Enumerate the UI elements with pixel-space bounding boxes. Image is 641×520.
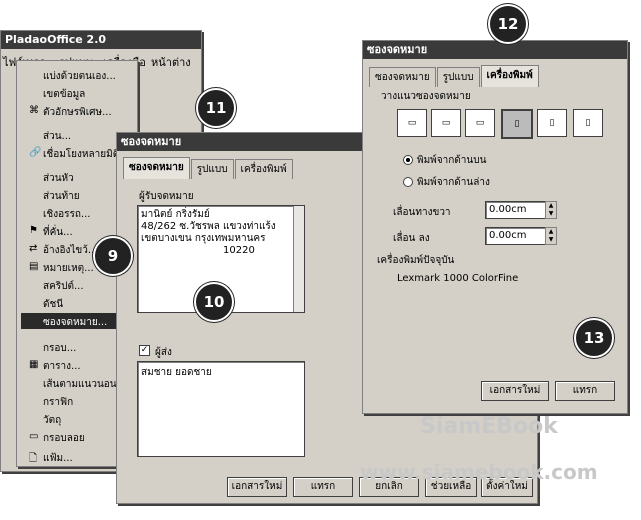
file-icon: 🗋 (29, 453, 38, 464)
print-from-bottom-label: พิมพ์จากด้านล่าง (417, 177, 490, 188)
shift-right-label: เลื่อนทางขวา (393, 207, 451, 218)
app-title: PladaoOffice 2.0 (1, 31, 201, 49)
special-char-icon: ⌘ (29, 105, 39, 116)
tab-printer-2[interactable]: เครื่องพิมพ์ (480, 65, 539, 87)
recipient-line-1: มานิตย์ กริ่งรัมย์ (141, 209, 210, 220)
shift-down-value: 0.00cm (489, 230, 527, 241)
shift-down-input[interactable]: 0.00cm (485, 227, 546, 245)
sender-label: ผู้ส่ง (155, 347, 172, 358)
print-from-top-radio[interactable]: พิมพ์จากด้านบน (403, 153, 486, 168)
shift-down-label: เลื่อน ลง (393, 233, 430, 244)
new-document-button-2[interactable]: เอกสารใหม่ (481, 381, 549, 401)
menu-item-frame[interactable]: กรอบ... (43, 343, 77, 354)
envelope-dialog-printer-tab: ซองจดหมาย ซองจดหมาย รูปแบบ เครื่องพิมพ์ … (362, 40, 628, 414)
menu-item-file[interactable]: แฟ้ม... (43, 453, 73, 464)
menu-item-horizontal-line[interactable]: เส้นตามแนวนอน (43, 379, 117, 390)
cross-ref-icon: ⇄ (29, 243, 38, 254)
menu-item-header[interactable]: ส่วนหัว (43, 173, 74, 184)
orientation-option-4[interactable]: ▯ (501, 109, 533, 139)
orientation-label: วางแนวซองจดหมาย (381, 91, 471, 102)
menu-item-index[interactable]: ดัชนี (43, 299, 64, 310)
recipient-label: ผู้รับจดหมาย (139, 191, 194, 202)
new-document-button[interactable]: เอกสารใหม่ (227, 477, 287, 497)
tab-envelope-2[interactable]: ซองจดหมาย (369, 67, 436, 87)
hyperlink-icon: 🔗 (29, 147, 42, 158)
shift-right-spinner[interactable]: ▲▼ (545, 201, 557, 219)
insert-button-2[interactable]: แทรก (555, 381, 615, 401)
tab-format[interactable]: รูปแบบ (190, 159, 234, 179)
print-from-top-label: พิมพ์จากด้านบน (417, 155, 487, 166)
tab-envelope[interactable]: ซองจดหมาย (123, 157, 190, 179)
radio-off-icon (403, 177, 413, 187)
radio-on-icon (403, 155, 413, 165)
note-icon: ▤ (29, 261, 39, 272)
recipient-line-2: 48/262 ซ.วัชรพล แขวงท่าแร้ง (141, 221, 276, 232)
menu-window[interactable]: หน้าต่าง (151, 56, 191, 69)
menu-item-bookmark[interactable]: ที่คั่น... (43, 227, 73, 238)
sender-checkbox[interactable]: ✓ (139, 345, 150, 356)
tab-printer[interactable]: เครื่องพิมพ์ (234, 159, 293, 179)
help-button[interactable]: ช่วยเหลือ (425, 477, 477, 497)
menu-item-footer[interactable]: ส่วนท้าย (43, 191, 80, 202)
current-printer-label: เครื่องพิมพ์ปัจจุบัน (377, 255, 455, 266)
table-icon: ▦ (29, 359, 39, 370)
menu-item-cross-ref[interactable]: อ้างอิงไขว้... (43, 245, 98, 256)
menu-item-manual-break[interactable]: แบ่งด้วยตนเอง... (43, 71, 116, 82)
shift-right-input[interactable]: 0.00cm (485, 201, 546, 219)
menu-item-floating-frame[interactable]: กรอบลอย (43, 433, 85, 444)
callout-12: 12 (488, 4, 528, 44)
menu-item-special-char[interactable]: ตัวอักษรพิเศษ... (43, 107, 112, 118)
cancel-button[interactable]: ยกเลิก (359, 477, 419, 497)
orientation-option-5[interactable]: ▯ (537, 109, 567, 137)
menu-item-script[interactable]: สคริปต์... (43, 281, 84, 292)
current-printer-name: Lexmark 1000 ColorFine (397, 273, 519, 284)
menu-item-envelope[interactable]: ซองจดหมาย... (43, 317, 108, 328)
menu-item-graphics[interactable]: กราฟิก (43, 397, 74, 408)
menu-item-table[interactable]: ตาราง... (43, 361, 81, 372)
tab-format-2[interactable]: รูปแบบ (436, 67, 480, 87)
insert-button[interactable]: แทรก (293, 477, 353, 497)
recipient-line-4: 10220 (223, 245, 255, 256)
orientation-option-6[interactable]: ▯ (573, 109, 603, 137)
menu-item-note[interactable]: หมายเหตุ... (43, 263, 94, 274)
menu-item-object[interactable]: วัตถุ (43, 415, 62, 426)
callout-10: 10 (194, 282, 234, 322)
menu-item-hyperlink[interactable]: เชื่อมโยงหลายมิติ (43, 149, 120, 160)
recipient-line-3: เขตบางเขน กรุงเทพมหานคร (141, 233, 266, 244)
reset-button[interactable]: ตั้งค่าใหม่ (481, 477, 533, 497)
watermark-title: SiamEBook (420, 414, 558, 439)
bookmark-icon: ⚑ (29, 225, 38, 236)
print-from-bottom-radio[interactable]: พิมพ์จากด้านล่าง (403, 175, 490, 190)
menu-item-footnote[interactable]: เชิงอรรถ... (43, 209, 91, 220)
callout-11: 11 (196, 88, 236, 128)
menu-item-envelope-highlight[interactable] (21, 313, 133, 329)
orientation-option-3[interactable]: ▭ (465, 109, 495, 137)
watermark-url: www.siamebook.com (360, 460, 598, 484)
orientation-option-2[interactable]: ▭ (431, 109, 461, 137)
dialog-title-2: ซองจดหมาย (363, 41, 627, 59)
menu-item-fields[interactable]: เขตข้อมูล (43, 89, 86, 100)
floating-frame-icon: ▭ (29, 431, 39, 442)
sender-text: สมชาย ยอดชาย (141, 367, 212, 378)
recipient-scrollbar[interactable] (293, 206, 304, 312)
tab-strip-2: ซองจดหมาย รูปแบบ เครื่องพิมพ์ (369, 65, 540, 87)
shift-down-spinner[interactable]: ▲▼ (545, 227, 557, 245)
sender-textarea[interactable]: สมชาย ยอดชาย (137, 361, 305, 457)
callout-13: 13 (574, 318, 614, 358)
shift-right-value: 0.00cm (489, 204, 527, 215)
orientation-option-1[interactable]: ▭ (397, 109, 427, 137)
callout-9: 9 (93, 236, 133, 276)
tab-strip: ซองจดหมาย รูปแบบ เครื่องพิมพ์ (123, 157, 294, 179)
menu-item-section[interactable]: ส่วน... (43, 131, 72, 142)
